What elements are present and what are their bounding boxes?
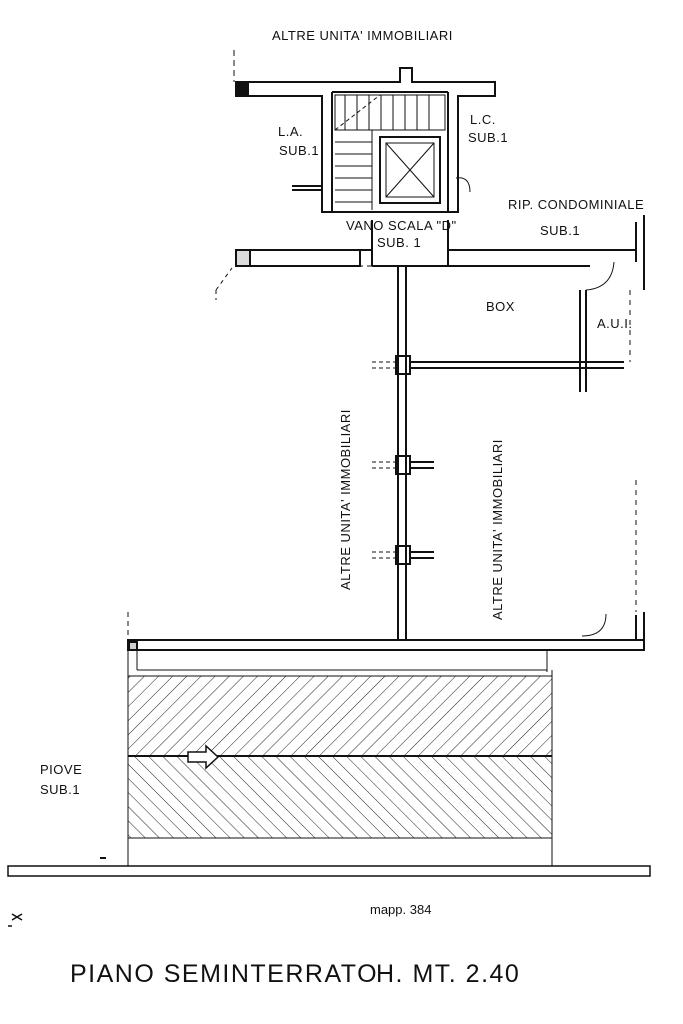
ramp-hatched-area — [127, 650, 553, 866]
central-wall — [372, 266, 434, 640]
label-rip-condominiale-sub: SUB.1 — [540, 223, 581, 238]
margin-mark — [8, 913, 23, 927]
drawing-title: PIANO SEMINTERRATO — [70, 960, 379, 988]
corridor-walls — [215, 215, 645, 300]
label-altre-unita-left: ALTRE UNITA' IMMOBILIARI — [338, 409, 353, 590]
box-partition — [410, 261, 631, 392]
elevator-shaft — [379, 136, 471, 204]
label-la-sub: SUB.1 — [279, 143, 320, 158]
drawing-height: H. MT. 2.40 — [376, 960, 521, 988]
label-mapp: mapp. 384 — [370, 902, 432, 917]
label-piove: PIOVE — [40, 762, 83, 777]
ramp-direction-arrow — [187, 744, 220, 770]
label-lc-sub: SUB.1 — [468, 130, 509, 145]
label-vano-scala: VANO SCALA "D" — [346, 218, 457, 233]
ground-line — [7, 857, 651, 877]
south-wall — [127, 612, 645, 672]
label-vano-scala-sub: SUB. 1 — [377, 235, 422, 250]
label-altre-unita-top: ALTRE UNITA' IMMOBILIARI — [272, 28, 453, 43]
right-outer-wall — [581, 480, 645, 650]
label-box: BOX — [486, 299, 515, 314]
label-altre-unita-right: ALTRE UNITA' IMMOBILIARI — [490, 439, 505, 620]
label-aui: A.U.I. — [597, 316, 633, 331]
stair-block-walls — [233, 50, 496, 213]
staircase — [292, 94, 446, 210]
label-la: L.A. — [278, 124, 304, 139]
label-piove-sub: SUB.1 — [40, 782, 81, 797]
label-rip-condominiale: RIP. CONDOMINIALE — [508, 197, 645, 212]
label-lc: L.C. — [470, 112, 496, 127]
